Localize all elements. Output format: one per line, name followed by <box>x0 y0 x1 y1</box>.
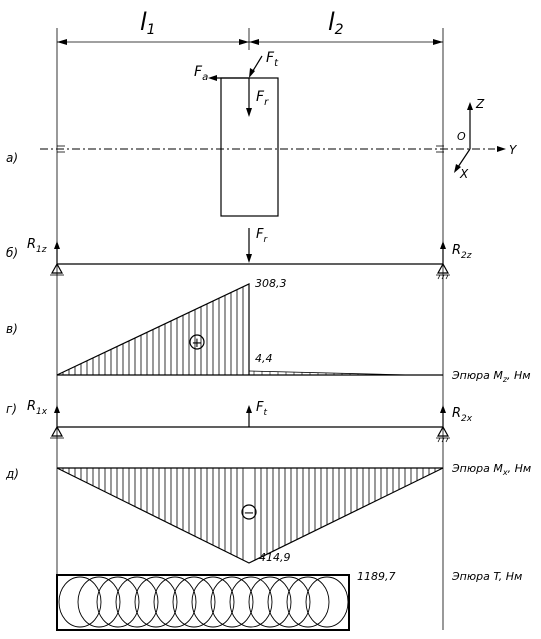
r1z-arrow-icon <box>54 241 60 249</box>
fa-arrow-head-icon <box>208 75 217 81</box>
mz-plot-label: Эпюра Mz, Нм <box>451 369 531 384</box>
mz-tail-hatching <box>253 371 399 375</box>
dimension-arrow-mid-right-icon <box>249 39 259 45</box>
plus-sign-circle-icon <box>189 334 205 350</box>
dimension-arrow-right-icon <box>433 39 443 45</box>
left-pin-support-b-icon <box>50 262 64 276</box>
ft-load-label: Ft <box>256 400 267 418</box>
right-pin-support-g-icon <box>436 425 450 443</box>
right-pin-support-b-icon <box>436 262 450 280</box>
fr-load-label: Fr <box>256 227 268 245</box>
z-axis-label: Z <box>475 97 485 111</box>
mx-triangle <box>56 467 444 564</box>
dimension-arrow-left-icon <box>57 39 67 45</box>
row-label-d: д) <box>5 467 19 481</box>
row-label-a: а) <box>6 151 18 165</box>
r2z-arrow-icon <box>440 241 446 249</box>
mz-hatching <box>62 286 244 375</box>
torque-value: 1189,7 <box>357 570 396 583</box>
row-label-b: б) <box>6 246 18 260</box>
torque-rectangle <box>56 574 350 631</box>
origin-label: O <box>457 130 466 143</box>
y-axis-label: Y <box>509 143 518 157</box>
mx-peak-value: 414,9 <box>259 551 291 564</box>
x-axis-label: X <box>459 167 469 181</box>
z-axis-arrow-icon <box>467 102 473 110</box>
mx-hatching <box>62 468 442 561</box>
mz-peak-value: 308,3 <box>255 277 287 290</box>
r2x-label: R2x <box>452 406 473 424</box>
dimension-arrow-mid-left-icon <box>239 39 249 45</box>
fr-load-arrow-icon <box>246 254 252 263</box>
ft-label: Ft <box>266 50 279 69</box>
r1x-label: R1x <box>27 399 48 417</box>
left-pin-support-g-icon <box>50 425 64 439</box>
x-axis-arrow-icon <box>454 164 461 173</box>
mx-sign: − <box>244 506 255 521</box>
fr-arrow-head-icon <box>246 108 252 117</box>
r1x-arrow-icon <box>54 405 60 413</box>
torque-hatching-loops <box>58 576 349 628</box>
ft-arrow-head-icon <box>249 68 255 78</box>
ft-load-arrow-icon <box>246 405 252 413</box>
r2z-label: R2z <box>452 243 472 261</box>
mx-plot-label: Эпюра Mx, Нм <box>451 462 531 477</box>
row-label-v: в) <box>6 322 18 336</box>
fr-label: Fr <box>256 89 269 108</box>
mz-right-tail <box>248 370 411 376</box>
l1-label: l1 <box>140 8 156 38</box>
fa-label: Fa <box>194 64 208 83</box>
mz-right-value: 4,4 <box>255 352 273 365</box>
mz-sign: + <box>192 336 203 351</box>
r1z-label: R1z <box>27 237 47 255</box>
r2x-arrow-icon <box>440 405 446 413</box>
l2-label: l2 <box>328 8 344 38</box>
y-axis-arrow-icon <box>497 146 506 152</box>
row-label-g: г) <box>6 402 17 416</box>
mz-triangle <box>56 283 250 376</box>
torque-plot-label: Эпюра T, Нм <box>451 570 522 583</box>
minus-sign-circle-icon <box>241 504 257 520</box>
